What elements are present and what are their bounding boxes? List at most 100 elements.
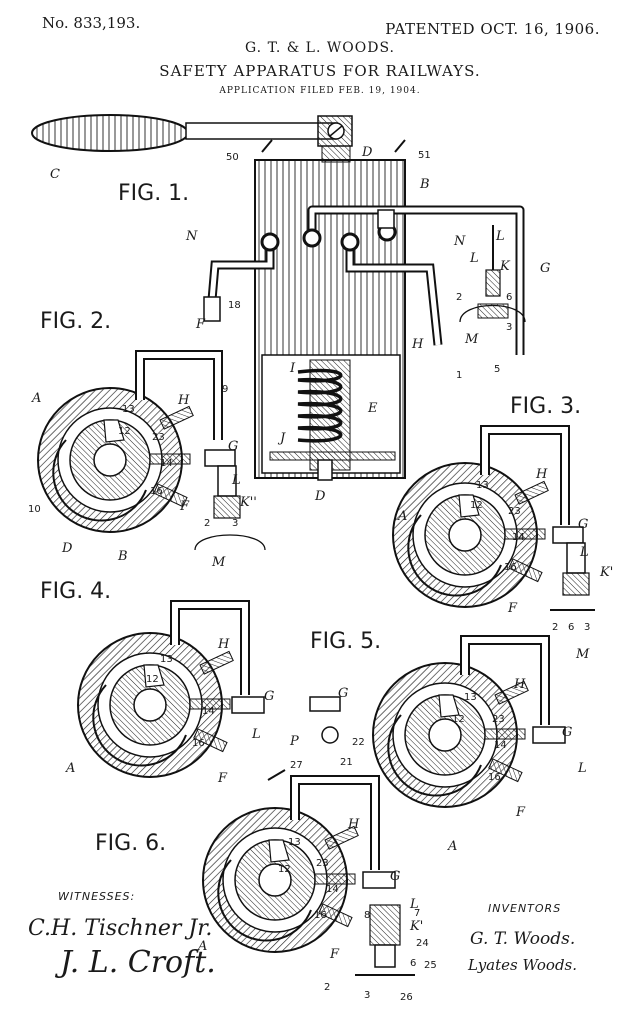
ref-14-fig2: 14 bbox=[160, 458, 173, 469]
ref-K1-fig6: K' bbox=[409, 919, 423, 934]
ref-13-fig6: 13 bbox=[288, 837, 301, 848]
ref-L-fig5: L bbox=[577, 761, 587, 776]
ref-16-fig6: 16 bbox=[314, 910, 327, 921]
ref-10: 10 bbox=[28, 504, 41, 515]
application-filed: APPLICATION FILED FEB. 19, 1904. bbox=[219, 86, 421, 96]
fig-1-label: FIG. 1. bbox=[118, 181, 189, 206]
ref-24: 24 bbox=[416, 938, 429, 949]
ref-14-fig3: 14 bbox=[512, 532, 525, 543]
ref-23-fig6: 23 bbox=[316, 858, 329, 869]
ref-H-top: H bbox=[411, 337, 424, 352]
fig-3-label: FIG. 3. bbox=[510, 394, 581, 419]
ref-23-fig2: 23 bbox=[152, 432, 165, 443]
ref-14-fig5: 14 bbox=[494, 740, 507, 751]
witness-signature-1: C.H. Tischner Jr. bbox=[28, 916, 212, 941]
ref-M-fig3: M bbox=[575, 647, 590, 662]
ref-2-fig3: 2 bbox=[552, 622, 558, 633]
ref-G-fig4: G bbox=[264, 689, 274, 704]
ref-16-fig2: 16 bbox=[150, 486, 163, 497]
ref-E: E bbox=[367, 401, 378, 416]
ref-L-fig2: L bbox=[231, 473, 241, 488]
ref-H-fig6: H bbox=[347, 817, 360, 832]
figure-2 bbox=[37, 350, 266, 551]
ref-12-fig5: 12 bbox=[452, 714, 465, 725]
ref-J: J bbox=[277, 431, 286, 446]
ref-5: 5 bbox=[494, 364, 500, 375]
ref-14-fig4: 14 bbox=[202, 706, 215, 717]
ref-K2: K'' bbox=[239, 495, 257, 510]
figure-1 bbox=[31, 114, 526, 481]
ref-9: 9 bbox=[222, 384, 228, 395]
ref-13-fig3: 13 bbox=[476, 480, 489, 491]
ref-16-fig3: 16 bbox=[504, 562, 517, 573]
figure-4 bbox=[77, 600, 341, 781]
ref-21: 21 bbox=[340, 757, 353, 768]
ref-2-top: 2 bbox=[456, 292, 462, 303]
ref-D-top: D bbox=[361, 145, 373, 160]
ref-3-fig3: 3 bbox=[584, 622, 590, 633]
ref-A-fig2: A bbox=[31, 391, 41, 406]
ref-N-left: N bbox=[185, 229, 198, 244]
ref-14-fig6: 14 bbox=[326, 884, 339, 895]
ref-D-bottom: D bbox=[314, 489, 326, 504]
ref-3-fig2: 3 bbox=[232, 518, 238, 529]
ref-2-fig2: 2 bbox=[204, 518, 210, 529]
patent-date: PATENTED OCT. 16, 1906. bbox=[385, 20, 600, 38]
ref-H-fig3: H bbox=[535, 467, 548, 482]
ref-F-fig6: F bbox=[329, 947, 340, 962]
ref-M-fig2: M bbox=[211, 555, 226, 570]
ref-26: 26 bbox=[400, 992, 413, 1003]
ref-F-fig3: F bbox=[507, 601, 518, 616]
ref-L-fig4: L bbox=[251, 727, 261, 742]
ref-16-fig4: 16 bbox=[192, 738, 205, 749]
figure-6 bbox=[202, 775, 415, 976]
ref-6-fig6: 6 bbox=[410, 958, 416, 969]
ref-A-fig6: A bbox=[197, 939, 207, 954]
ref-G-fig3: G bbox=[578, 517, 588, 532]
ref-22: 22 bbox=[352, 737, 365, 748]
ref-12-fig2: 12 bbox=[118, 426, 131, 437]
ref-L-top: L bbox=[495, 229, 505, 244]
ref-13-fig2: 13 bbox=[122, 404, 135, 415]
ref-23-fig5: 23 bbox=[492, 714, 505, 725]
ref-H-fig2: H bbox=[177, 393, 190, 408]
ref-P: P bbox=[289, 734, 299, 749]
ref-27: 27 bbox=[290, 760, 303, 771]
ref-2-fig6: 2 bbox=[324, 982, 330, 993]
ref-F-top: F bbox=[195, 317, 206, 332]
ref-13-fig5: 13 bbox=[464, 692, 477, 703]
ref-K: K bbox=[499, 259, 511, 274]
ref-G-fig6: G bbox=[390, 869, 400, 884]
ref-M-top: M bbox=[464, 332, 479, 347]
ref-1: 1 bbox=[456, 370, 462, 381]
inventor-names: G. T. & L. WOODS. bbox=[245, 40, 395, 56]
ref-N-right: N bbox=[453, 234, 466, 249]
ref-7: 7 bbox=[414, 908, 420, 919]
ref-51: 51 bbox=[418, 150, 431, 161]
ref-G-fig4b: G bbox=[338, 686, 348, 701]
ref-I: I bbox=[289, 361, 296, 376]
ref-18: 18 bbox=[228, 300, 241, 311]
ref-13-fig4: 13 bbox=[160, 654, 173, 665]
ref-C: C bbox=[50, 167, 60, 182]
ref-12-fig6: 12 bbox=[278, 864, 291, 875]
ref-L-fig6: L bbox=[409, 897, 419, 912]
patent-number: No. 833,193. bbox=[42, 14, 141, 32]
figure-3 bbox=[392, 425, 595, 611]
ref-8: 8 bbox=[364, 910, 370, 921]
inventor-signature-2: Lyates Woods. bbox=[467, 956, 577, 974]
ref-12-fig4: 12 bbox=[146, 674, 159, 685]
witnesses-heading: WITNESSES: bbox=[58, 890, 135, 903]
ref-3-fig6: 3 bbox=[364, 990, 370, 1001]
ref-A-fig3: A bbox=[397, 509, 407, 524]
ref-F-fig2: F bbox=[179, 499, 190, 514]
ref-H-fig4: H bbox=[217, 637, 230, 652]
ref-23-fig3: 23 bbox=[508, 506, 521, 517]
ref-A-fig5: A bbox=[447, 839, 457, 854]
ref-K1-fig3: K' bbox=[599, 565, 613, 580]
ref-50: 50 bbox=[226, 152, 239, 163]
ref-A-fig4: A bbox=[65, 761, 75, 776]
fig-5-label: FIG. 5. bbox=[310, 629, 381, 654]
ref-G-top: G bbox=[540, 261, 550, 276]
